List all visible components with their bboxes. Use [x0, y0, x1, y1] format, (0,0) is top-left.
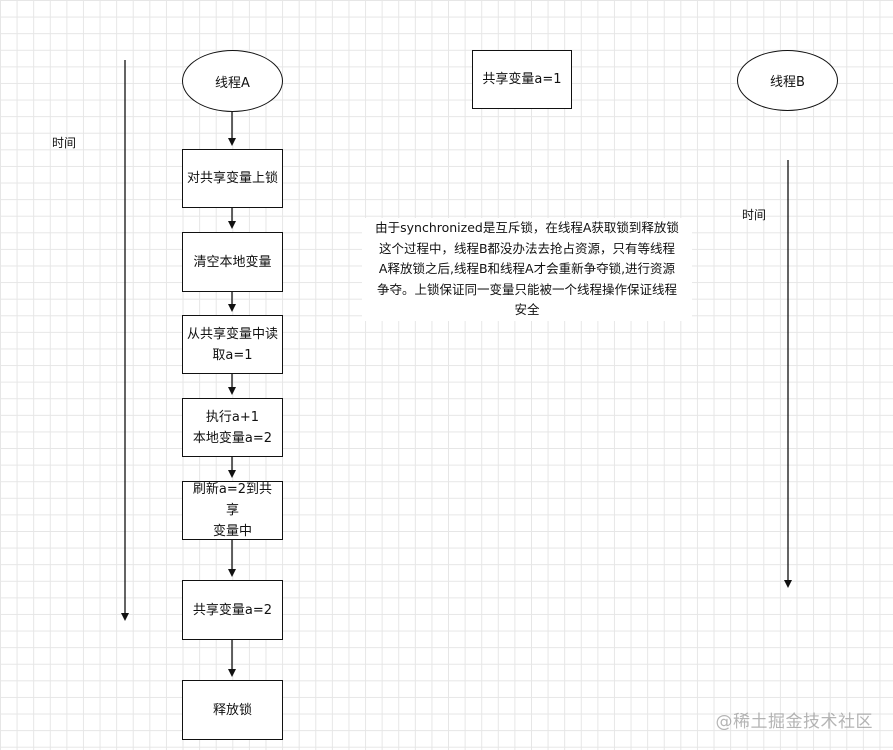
time-label-right: 时间 — [742, 208, 767, 222]
time-label-left: 时间 — [52, 136, 77, 150]
step-read-shared-variable: 从共享变量中读 取a=1 — [182, 315, 283, 374]
thread-b-title: 线程B — [770, 75, 805, 90]
step-text: 共享变量a=2 — [192, 602, 273, 618]
step-shared-variable-updated: 共享变量a=2 — [182, 580, 283, 640]
watermark: @稀土掘金技术社区 — [715, 712, 873, 732]
step-flush-to-shared: 刷新a=2到共享 变量中 — [182, 481, 283, 540]
thread-a-title: 线程A — [215, 75, 250, 91]
step-text: 执行a+1 本地变量a=2 — [192, 409, 273, 446]
shared-variable-box: 共享变量a=1 — [472, 50, 572, 109]
step-execute-increment: 执行a+1 本地变量a=2 — [182, 398, 283, 457]
thread-a-node: 线程A — [182, 50, 283, 112]
step-release-lock: 释放锁 — [182, 680, 283, 740]
step-lock-shared-variable: 对共享变量上锁 — [182, 149, 283, 208]
shared-variable-label: 共享变量a=1 — [482, 72, 562, 87]
explanation-note: 由于synchronized是互斥锁，在线程A获取锁到释放锁 这个过程中，线程B… — [362, 218, 692, 321]
step-text: 释放锁 — [212, 702, 252, 718]
step-text: 从共享变量中读 取a=1 — [187, 326, 279, 363]
thread-b-node: 线程B — [737, 50, 838, 111]
step-text: 刷新a=2到共享 变量中 — [192, 482, 273, 539]
step-text: 对共享变量上锁 — [187, 171, 279, 186]
step-clear-local-variable: 清空本地变量 — [182, 232, 283, 292]
step-text: 清空本地变量 — [193, 254, 272, 270]
